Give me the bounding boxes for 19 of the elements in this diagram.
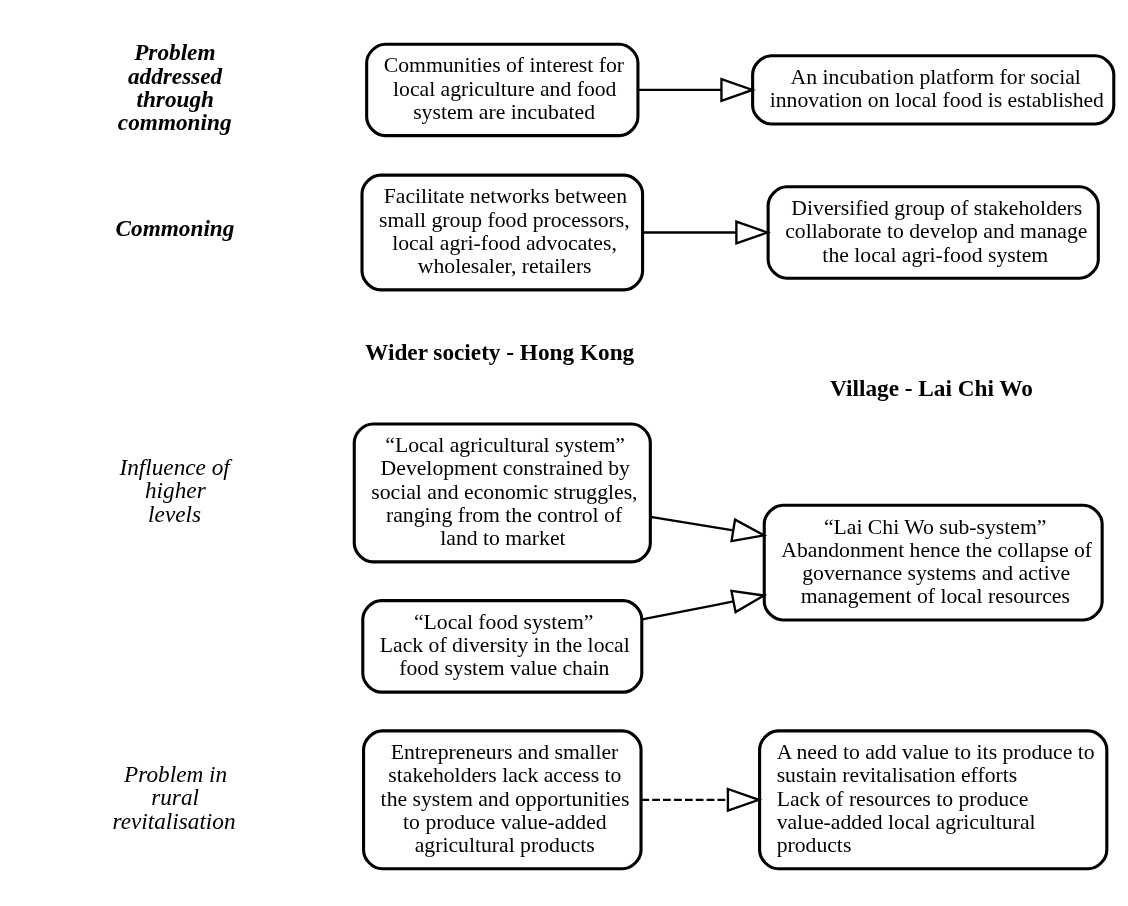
- label: Problem addressed through commoning: [117, 39, 232, 136]
- arrow: [642, 220, 771, 245]
- node-box: “Local food system” Lack of diversity in the local food system value chain: [361, 599, 644, 694]
- arrow: [638, 77, 756, 103]
- label: Problem in rural revitalisation: [112, 761, 236, 834]
- arrow: [650, 515, 768, 543]
- node-box: “Lai Chi Wo sub-system” Abandonment hence the collapse of governance systems and active management of local resources: [762, 503, 1104, 622]
- node-box: “Local agricultural system” Development constrained by social and economic struggles, ranging from the control of land to market: [352, 422, 652, 564]
- node-box: Diversified group of stakeholders collaborate to develop and manage the local agri-food system: [766, 185, 1100, 280]
- node-box: Facilitate networks between small group food processors, local agri-food advocates, wholesaler, retailers: [360, 173, 645, 292]
- label: Commoning: [115, 215, 235, 242]
- node-box: Entrepreneurs and smaller stakeholders lack access to the system and opportunities to produce value-added agricultural products: [362, 729, 643, 871]
- label: Wider society - Hong Kong: [365, 339, 635, 366]
- arrow: [641, 787, 763, 813]
- node-box: A need to add value to its produce to sustain revitalisation efforts Lack of resources to produce value-added local agricultural products: [758, 729, 1109, 871]
- node-box: Communities of interest for local agriculture and food system are incubated: [365, 42, 640, 138]
- label: Village - Lai Chi Wo: [830, 375, 1033, 402]
- node-box: An incubation platform for social innovation on local food is established: [751, 54, 1116, 126]
- arrow: [641, 589, 768, 621]
